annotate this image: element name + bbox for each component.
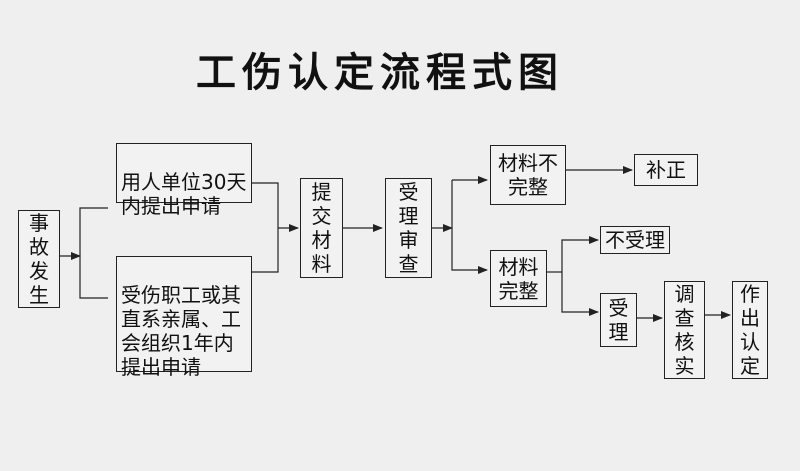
node-supplement-label: 补正 xyxy=(646,158,686,182)
node-accepted: 受理 xyxy=(600,293,637,347)
diagram-title: 工伤认定流程式图 xyxy=(196,49,564,96)
node-accept-review-label: 受理审查 xyxy=(398,180,419,276)
node-complete-label: 材料 完整 xyxy=(498,254,539,303)
connector-to-not-accepted xyxy=(561,236,599,272)
node-decision: 作出认定 xyxy=(732,281,768,379)
node-complete: 材料 完整 xyxy=(490,250,547,307)
node-incomplete-label: 材料不 完整 xyxy=(498,151,558,199)
node-accident-label: 事故发生 xyxy=(29,211,49,307)
node-investigate: 调查核实 xyxy=(664,281,705,379)
node-injured-apply-label: 受伤职工或其 直系亲属、工 会组织1年内 提出申请 xyxy=(121,283,241,379)
node-decision-label: 作出认定 xyxy=(740,282,760,378)
node-injured-apply: 受伤职工或其 直系亲属、工 会组织1年内 提出申请 xyxy=(116,256,252,379)
node-submit-label: 提交材料 xyxy=(311,180,332,276)
connector-to-accepted xyxy=(561,272,599,316)
node-accept-review: 受理审查 xyxy=(385,178,432,278)
node-accident: 事故发生 xyxy=(18,210,60,308)
node-supplement: 补正 xyxy=(634,154,698,186)
connector-right-bracket xyxy=(252,182,279,273)
node-employer-apply: 用人单位30天 内提出申请 xyxy=(116,143,252,218)
node-not-accepted-label: 不受理 xyxy=(605,228,665,252)
node-submit: 提交材料 xyxy=(300,178,343,278)
connector-split-incomplete xyxy=(451,180,488,274)
node-investigate-label: 调查核实 xyxy=(674,282,695,378)
node-not-accepted: 不受理 xyxy=(600,226,670,254)
node-incomplete: 材料不 完整 xyxy=(490,145,566,205)
node-accepted-label: 受理 xyxy=(608,296,629,344)
node-employer-apply-label: 用人单位30天 内提出申请 xyxy=(121,170,247,218)
connector-left-bracket xyxy=(79,207,108,299)
